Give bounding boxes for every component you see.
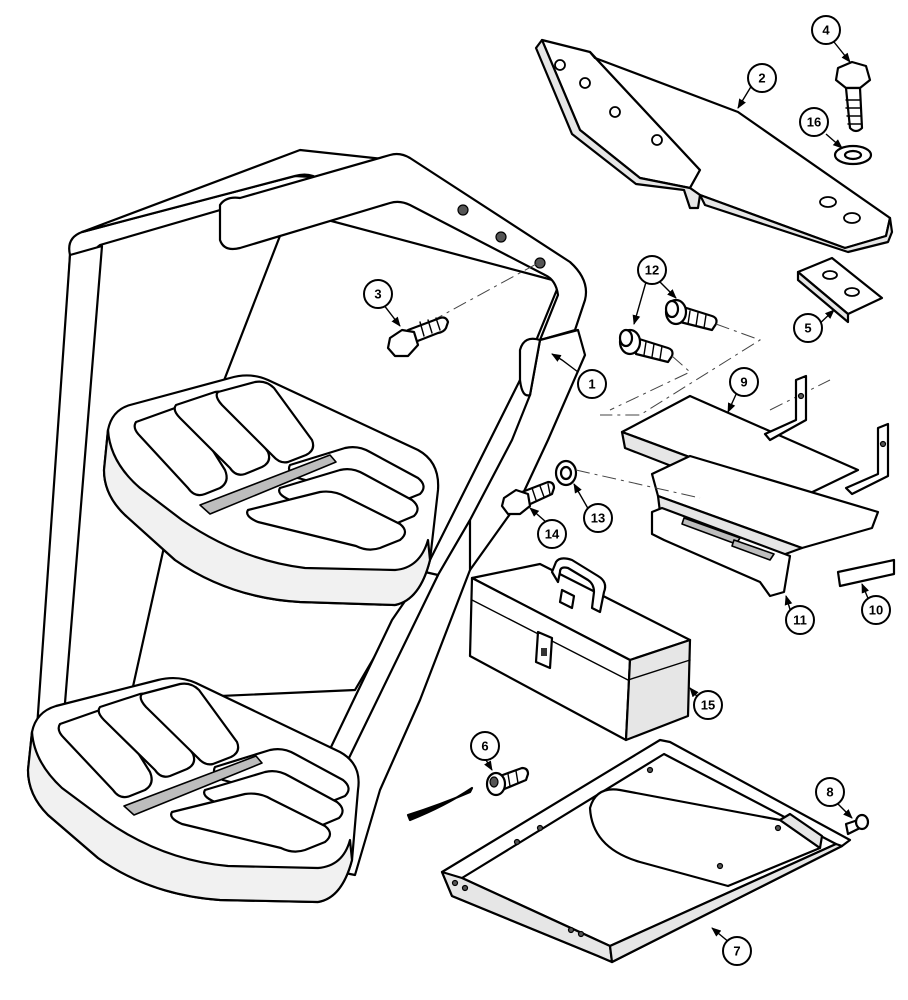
bolt-3 (386, 316, 450, 358)
callout-4: 4 (811, 15, 841, 45)
svg-text:12: 12 (645, 263, 659, 278)
washer-13 (554, 459, 578, 487)
strip-10 (836, 558, 896, 588)
tray-11 (650, 454, 880, 598)
plate-5 (796, 256, 884, 324)
svg-text:9: 9 (740, 375, 747, 390)
screw-6 (485, 766, 530, 797)
screw-8 (844, 813, 870, 836)
bolts-12 (618, 298, 718, 364)
svg-text:6: 6 (481, 739, 488, 754)
callout-15: 15 (693, 690, 723, 720)
washer-16 (833, 144, 873, 166)
frame-7 (440, 738, 852, 964)
callout-10: 10 (861, 595, 891, 625)
svg-text:5: 5 (804, 321, 811, 336)
bolt-14 (500, 480, 556, 516)
callout-11: 11 (785, 605, 815, 635)
callout-12: 12 (637, 255, 667, 285)
callout-7: 7 (722, 936, 752, 966)
svg-text:8: 8 (826, 785, 833, 800)
callout-1: 1 (577, 369, 607, 399)
svg-text:2: 2 (758, 71, 765, 86)
svg-text:1: 1 (588, 377, 595, 392)
svg-text:16: 16 (807, 115, 821, 130)
svg-text:14: 14 (545, 527, 560, 542)
callout-8: 8 (815, 777, 845, 807)
callout-2: 2 (747, 63, 777, 93)
callout-5: 5 (793, 313, 823, 343)
callout-13: 13 (583, 503, 613, 533)
callout-9: 9 (729, 367, 759, 397)
svg-text:13: 13 (591, 511, 605, 526)
svg-text:10: 10 (869, 603, 883, 618)
toolbox-15 (468, 557, 692, 742)
callout-6: 6 (470, 731, 500, 761)
callout-16: 16 (799, 107, 829, 137)
svg-text:3: 3 (374, 287, 381, 302)
bracket-2 (534, 38, 894, 254)
callout-14: 14 (537, 519, 567, 549)
callout-3: 3 (363, 279, 393, 309)
svg-text:11: 11 (793, 613, 807, 628)
svg-text:7: 7 (733, 944, 740, 959)
bolt-4 (834, 60, 872, 133)
step-assembly (26, 148, 588, 904)
svg-text:15: 15 (701, 698, 715, 713)
svg-text:4: 4 (822, 23, 830, 38)
